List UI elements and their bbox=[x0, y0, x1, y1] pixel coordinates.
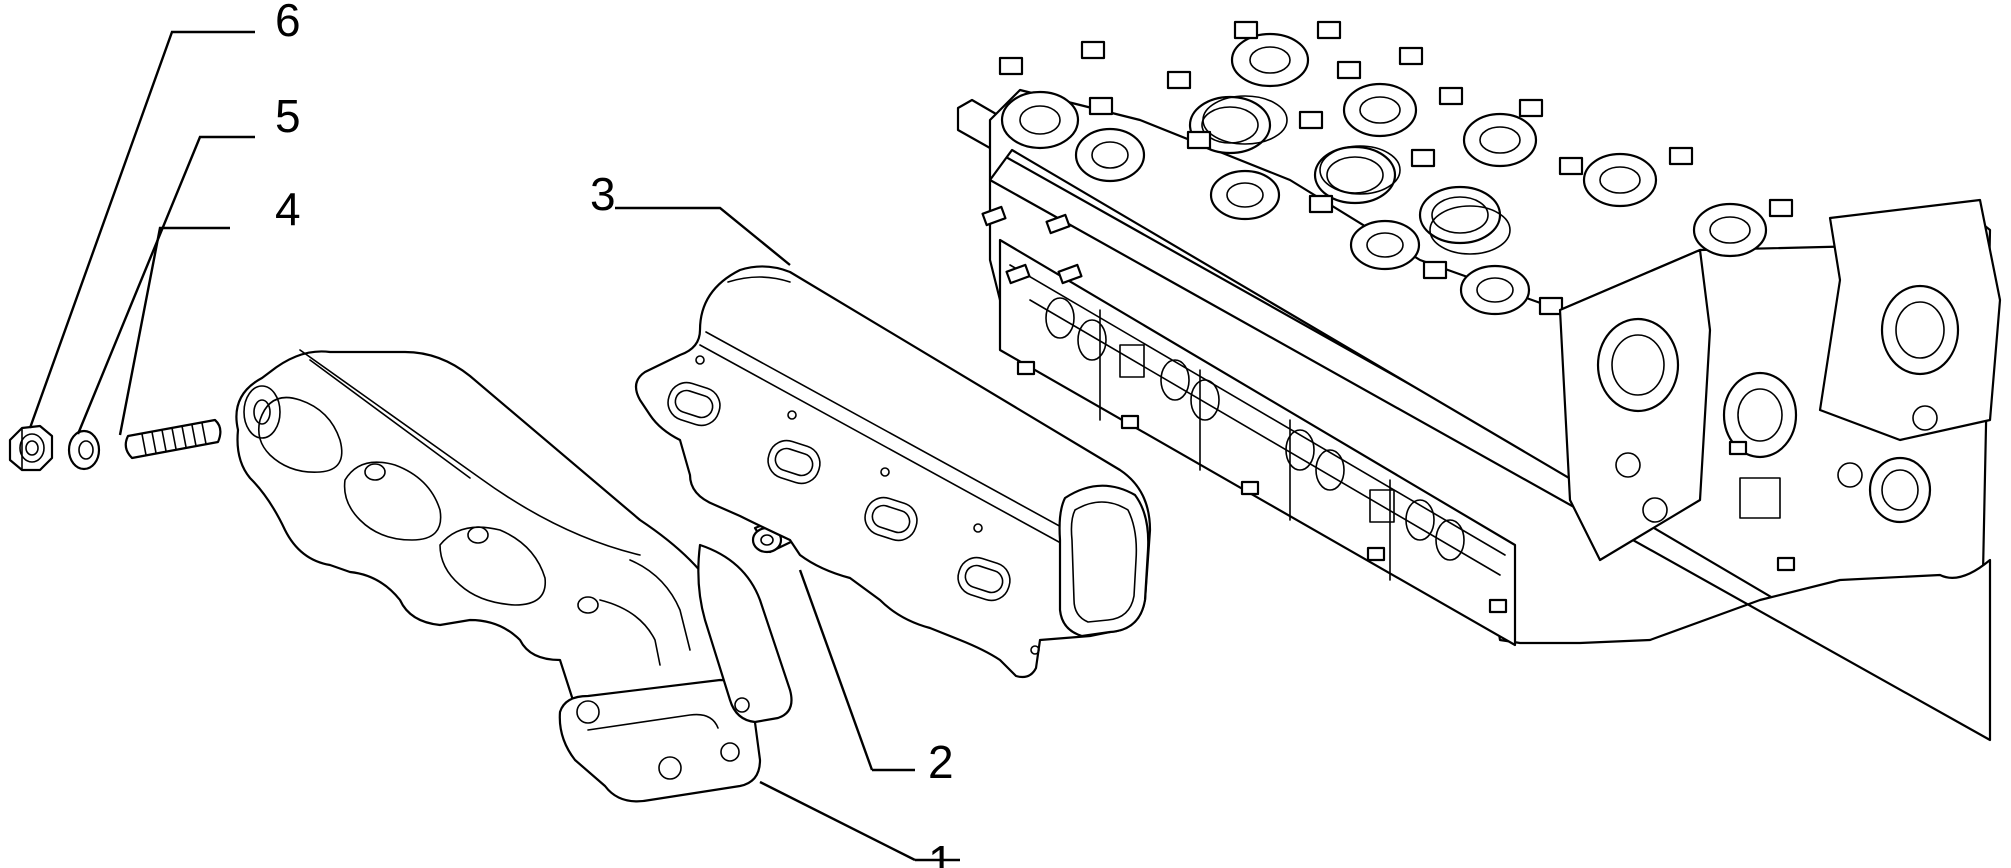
callout-label-3: 3 bbox=[590, 168, 616, 220]
cylinder-head bbox=[956, 20, 2002, 742]
callout-label-4: 4 bbox=[275, 183, 301, 235]
part-4-stud bbox=[124, 418, 222, 460]
cap-bolts bbox=[998, 20, 1794, 316]
part-6-nut bbox=[8, 424, 54, 472]
callout-label-1: 1 bbox=[928, 836, 954, 868]
head-studs bbox=[981, 205, 1796, 614]
callout-label-2: 2 bbox=[928, 736, 954, 788]
callout-label-6: 6 bbox=[275, 0, 301, 46]
part-3-heat-shield bbox=[634, 265, 1152, 679]
callout-label-5: 5 bbox=[275, 90, 301, 142]
part-1-exhaust-manifold bbox=[235, 349, 793, 803]
part-5-washer bbox=[67, 429, 101, 471]
callout-leaders bbox=[28, 30, 960, 862]
